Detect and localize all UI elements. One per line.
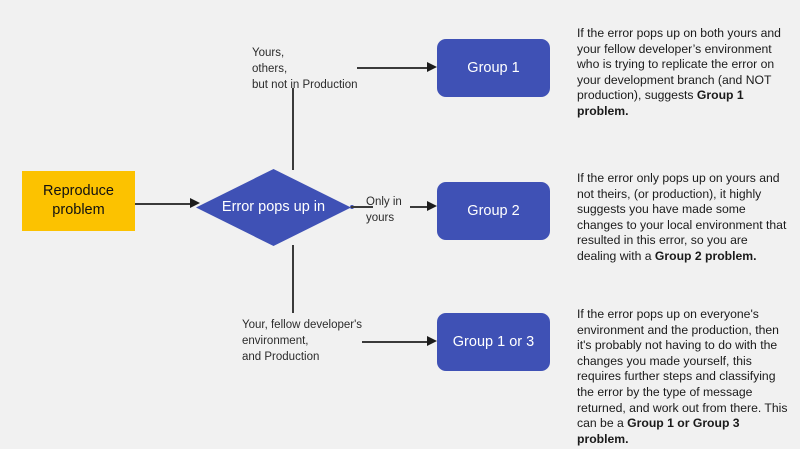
connector-top-to-group1 [357,67,429,69]
annotation-group-1-text: If the error pops up on both yours and y… [577,26,781,103]
edge-label-bottom: Your, fellow developer's environment, an… [242,319,363,363]
node-group-1[interactable]: Group 1 [437,39,550,97]
node-error-pops-up-in-label: Error pops up in [221,199,326,215]
annotation-group-3-text: If the error pops up on everyone's envir… [577,307,788,431]
connector-middle-to-group2 [410,206,430,208]
annotation-group-2-text: If the error only pops up on yours and n… [577,171,787,263]
node-group-2[interactable]: Group 2 [437,182,550,240]
connector-bottom-to-group3 [362,341,429,343]
arrowhead-start-to-decision [190,198,200,208]
annotation-group-2-bold: Group 2 problem. [654,248,757,263]
node-group-1-or-3[interactable]: Group 1 or 3 [437,313,550,371]
node-reproduce-problem-label: Reproduce problem [43,183,114,218]
connector-vertical-top [292,88,294,170]
edge-label-middle: Only in yours [366,196,402,224]
annotation-group-3: If the error pops up on everyone's envir… [577,307,789,447]
arrowhead-top-to-group1 [427,62,437,72]
node-reproduce-problem[interactable]: Reproduce problem [22,171,135,231]
arrowhead-middle-to-group2 [427,201,437,211]
node-error-pops-up-in[interactable]: Error pops up in [196,169,351,246]
connector-vertical-bottom [292,245,294,313]
annotation-group-1-bold: Group 1 problem. [577,88,744,118]
annotation-group-3-bold: Group 1 or Group 3 problem. [577,416,740,446]
node-group-1-or-3-label: Group 1 or 3 [452,334,535,350]
connector-start-to-decision [135,203,194,205]
edge-label-top: Yours, others, but not in Production [252,47,358,91]
node-group-2-label: Group 2 [467,203,520,219]
node-group-1-label: Group 1 [467,60,520,76]
arrowhead-bottom-to-group3 [427,336,437,346]
annotation-group-1: If the error pops up on both yours and y… [577,26,789,120]
annotation-group-2: If the error only pops up on yours and n… [577,171,789,265]
connector-decision-stub-middle [351,206,373,208]
